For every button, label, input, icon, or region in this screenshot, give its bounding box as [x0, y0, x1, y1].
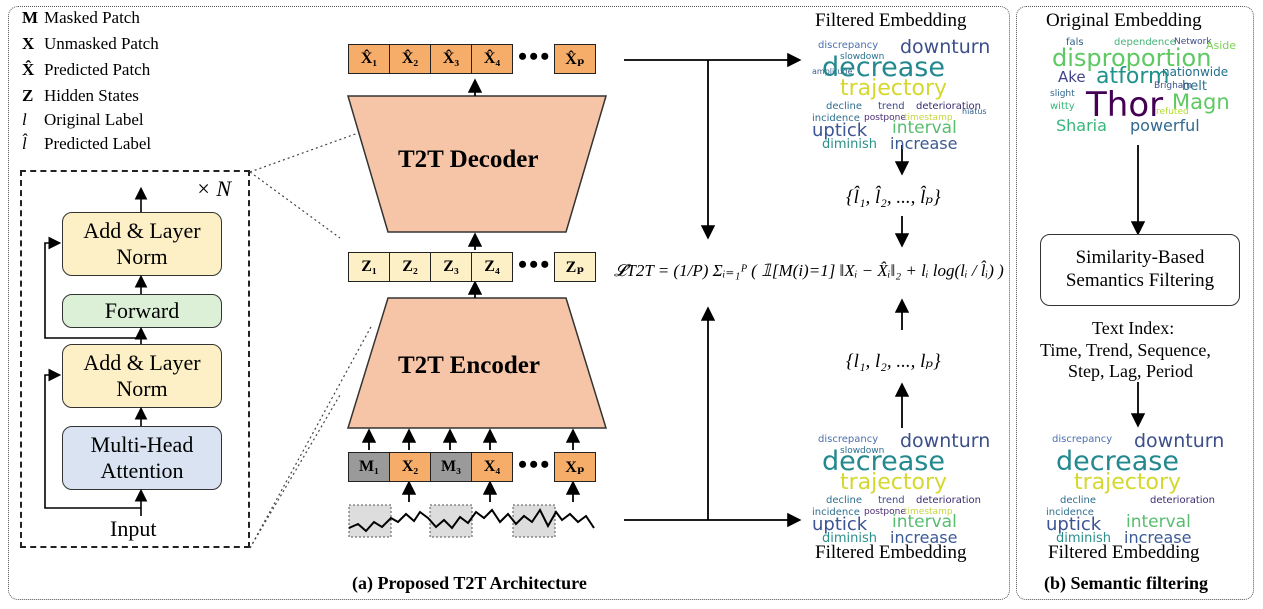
filtered-embedding-title: Filtered Embedding: [1048, 542, 1200, 563]
hidden-state: Z₁: [348, 252, 390, 282]
ellipsis: •••: [518, 42, 552, 71]
architecture-frame: [8, 6, 1010, 600]
filtered-embedding-title: Filtered Embedding: [815, 10, 967, 31]
text-index-line: Text Index:: [1092, 318, 1175, 338]
predicted-labels: {l̂₁, l̂₂, ..., l̂ₚ}: [846, 187, 941, 208]
legend-item: l̂Predicted Label: [22, 134, 152, 153]
legend-item: X̂Predicted Patch: [22, 60, 151, 79]
word-cloud-original: fals dependence Network Aside disproport…: [1050, 37, 1237, 135]
hidden-state: Z₃: [430, 252, 472, 282]
filtered-embedding-title: Filtered Embedding: [815, 542, 967, 563]
time-series: [348, 504, 595, 538]
predicted-patch: X̂₄: [471, 44, 513, 74]
encoder-label: T2T Encoder: [398, 352, 540, 379]
attention-block: Multi-Head Attention: [62, 426, 222, 490]
hidden-state: Z₂: [389, 252, 431, 282]
word-cloud-filtered: discrepancy downturn slowdown decrease t…: [812, 430, 991, 547]
similarity-filter-box: Similarity-Based Semantics Filtering: [1040, 234, 1240, 306]
transformer-block-box: [20, 170, 250, 548]
masked-patch: M₁: [348, 452, 390, 482]
predicted-patch: X̂₁: [348, 44, 390, 74]
masked-patch: M₃: [430, 452, 472, 482]
caption-b: (b) Semantic filtering: [1044, 573, 1208, 593]
loss-formula: 𝓛T2T = (1/P) Σᵢ₌₁ᴾ ( 𝟙[M(i)=1] ‖Xᵢ − X̂ᵢ…: [614, 261, 1004, 280]
ellipsis: •••: [518, 250, 552, 279]
text-index-line: Step, Lag, Period: [1068, 361, 1193, 381]
ellipsis: •••: [518, 450, 552, 479]
encoder-shape: [346, 297, 608, 429]
unmasked-patch: X₂: [389, 452, 431, 482]
word-cloud-filtered: discrepancy downturn decrease trajectory…: [1046, 430, 1225, 547]
caption-a: (a) Proposed T2T Architecture: [352, 573, 587, 593]
input-label: Input: [110, 516, 157, 541]
decoder-shape: [346, 95, 608, 233]
word-cloud-filtered: discrepancy downturn slowdown amplitude …: [812, 36, 991, 153]
hidden-state: Z₄: [471, 252, 513, 282]
repeat-label: × N: [196, 176, 232, 201]
hidden-state: Zₚ: [554, 252, 596, 282]
add-norm-top: Add & Layer Norm: [62, 212, 222, 276]
predicted-patch: X̂ₚ: [554, 44, 596, 74]
original-embedding-title: Original Embedding: [1046, 10, 1202, 31]
unmasked-patch: Xₚ: [554, 452, 596, 482]
unmasked-patch: X₄: [471, 452, 513, 482]
text-index-line: Time, Trend, Sequence,: [1040, 340, 1211, 360]
forward-block: Forward: [62, 294, 222, 328]
predicted-patch: X̂₂: [389, 44, 431, 74]
original-labels: {l₁, l₂, ..., lₚ}: [846, 351, 941, 372]
decoder-label: T2T Decoder: [398, 146, 539, 173]
predicted-patch: X̂₃: [430, 44, 472, 74]
add-norm-bottom: Add & Layer Norm: [62, 344, 222, 408]
semantic-filtering-frame: [1016, 6, 1254, 600]
